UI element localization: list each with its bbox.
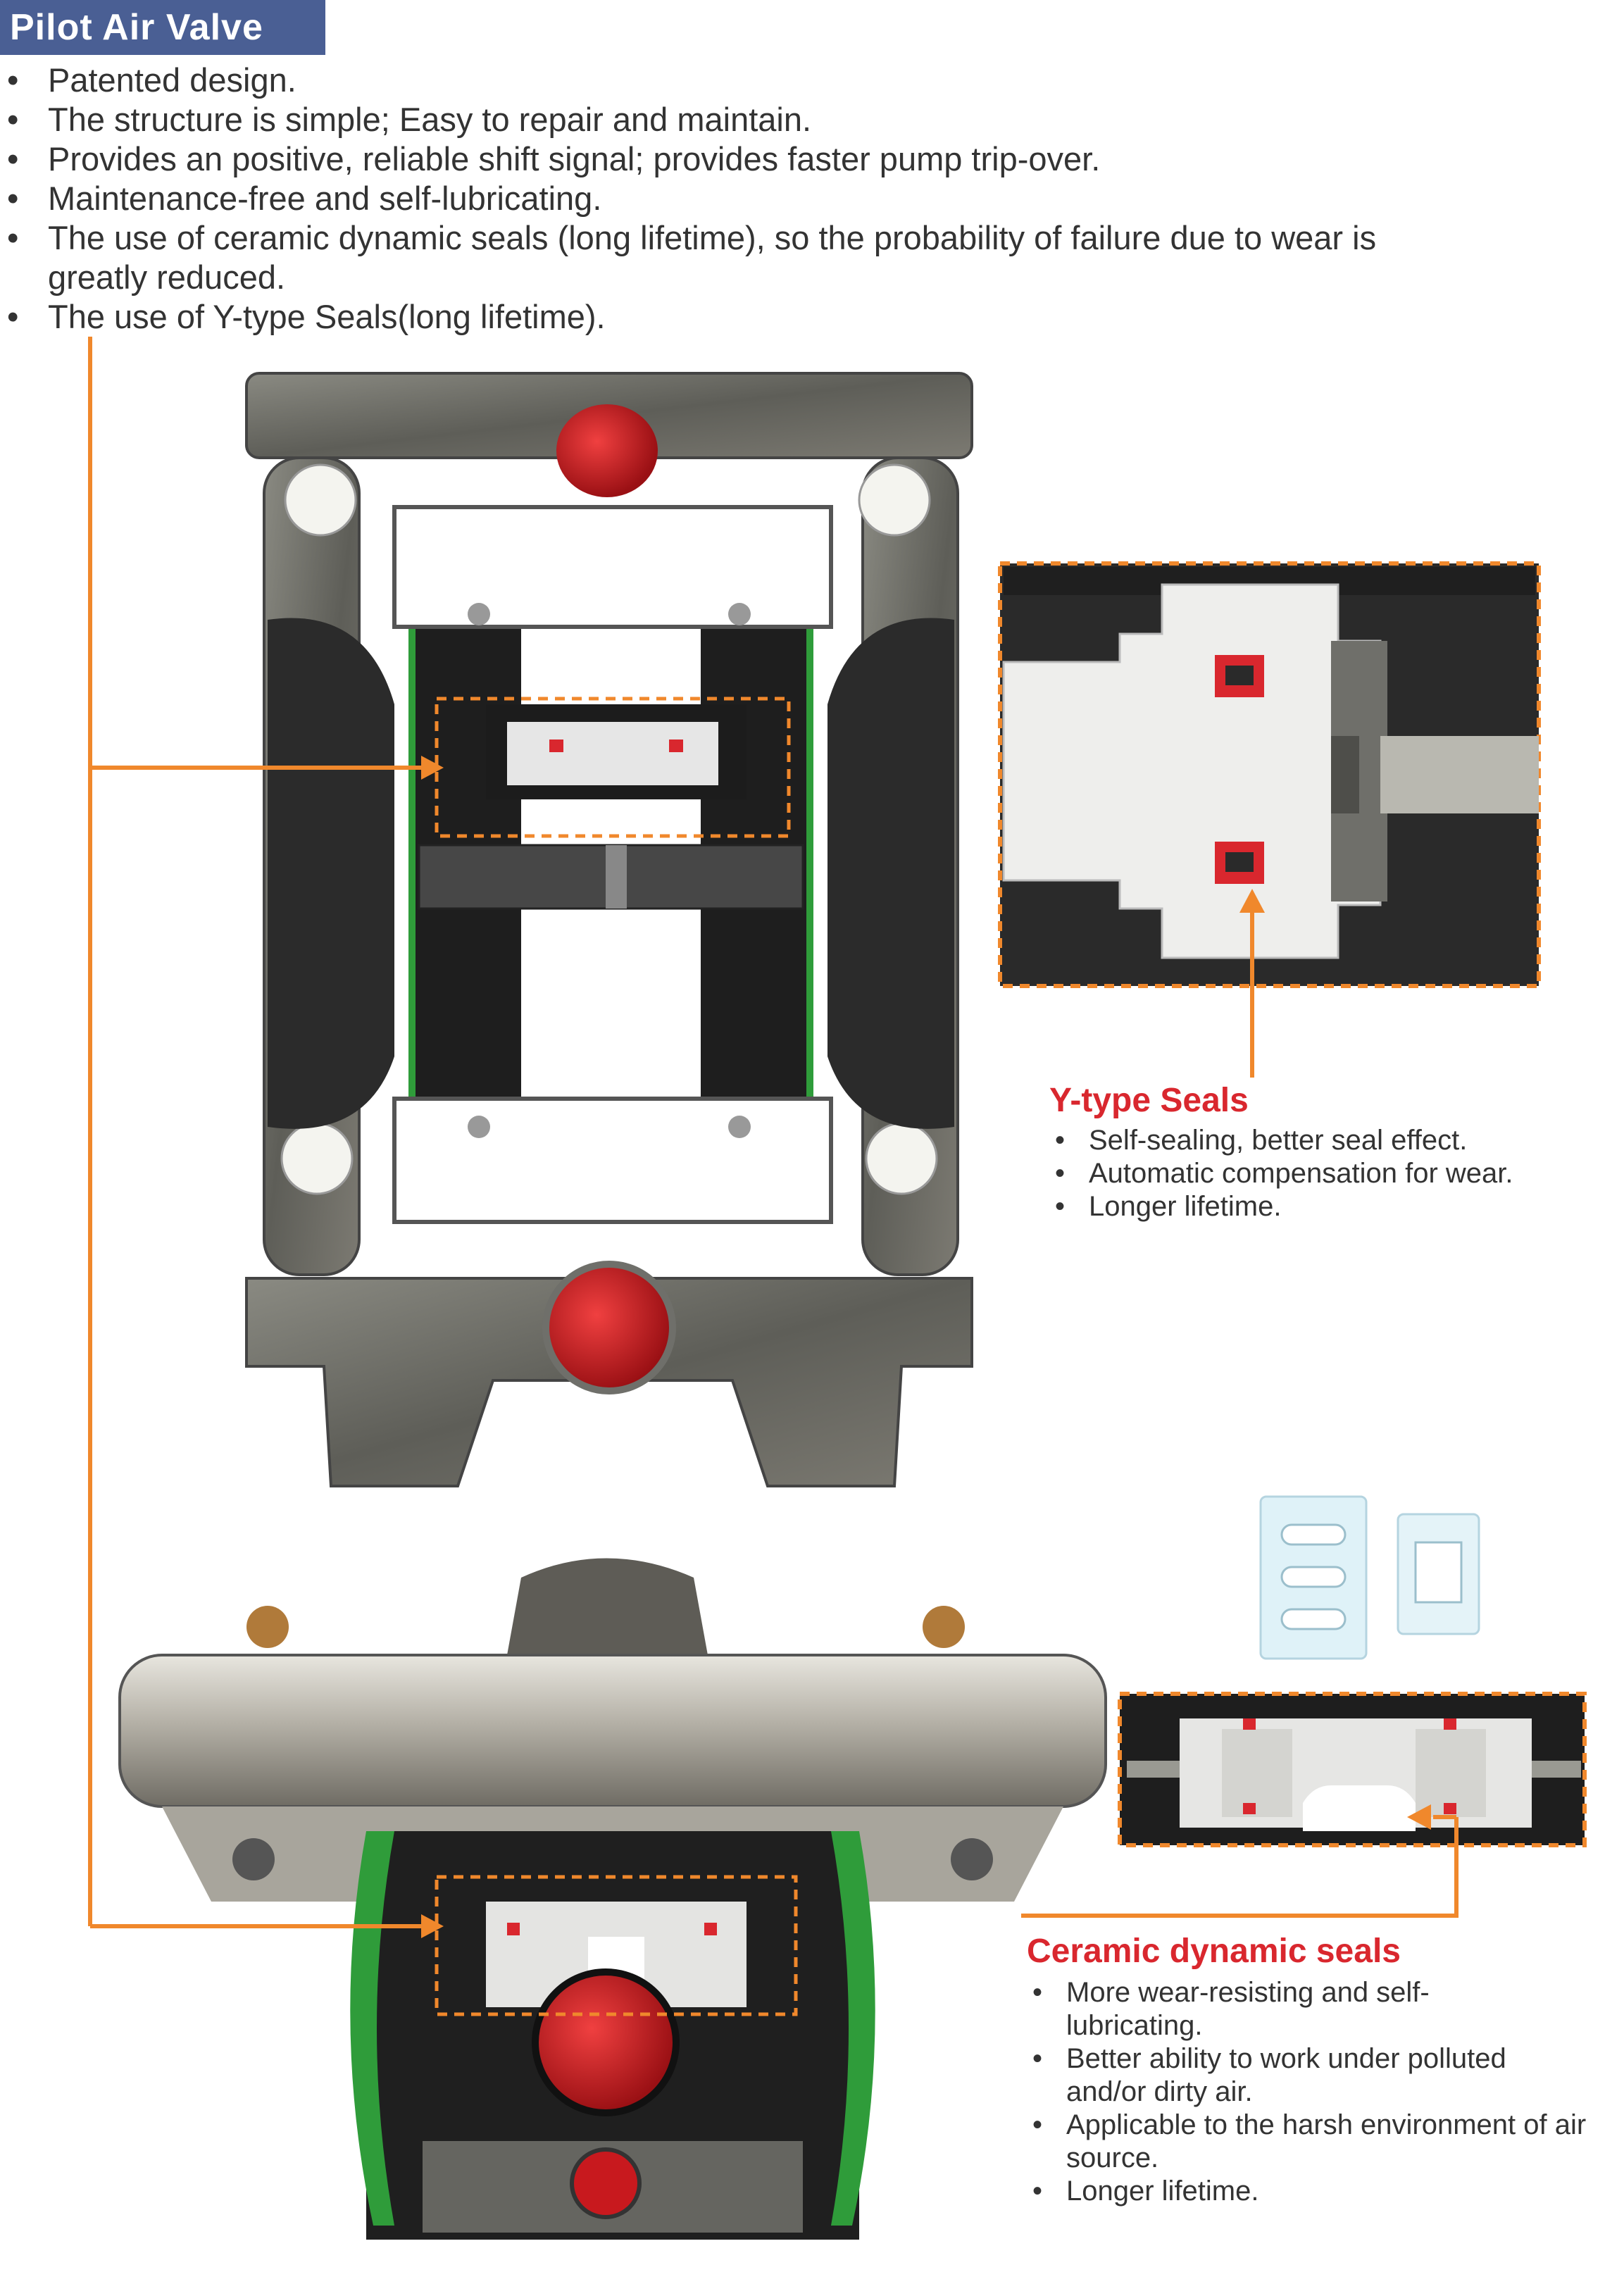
check-ball [280, 1122, 354, 1195]
arrow-icon [1407, 1804, 1431, 1830]
feature-item: The structure is simple; Easy to repair … [0, 100, 1549, 139]
check-ball [865, 1122, 938, 1195]
arrow-icon [1239, 889, 1265, 913]
callout-lines [88, 337, 1459, 1928]
check-ball [284, 463, 357, 537]
feature-item: Provides an positive, reliable shift sig… [0, 139, 1549, 179]
y-seal-item: Self-sealing, better seal effect. [1049, 1124, 1613, 1157]
feature-item: The use of Y-type Seals(long lifetime). [0, 297, 1549, 337]
feature-list: Patented design. The structure is simple… [0, 61, 1549, 337]
top-pilot-valve-highlight [435, 697, 791, 838]
bottom-pump-view [118, 1558, 1107, 2240]
y-seal-zoom-inset [998, 561, 1541, 988]
y-seals-list: Self-sealing, better seal effect. Automa… [1049, 1124, 1613, 1223]
y-seal-item: Longer lifetime. [1049, 1190, 1613, 1223]
check-ball [858, 463, 931, 537]
feature-item: The use of ceramic dynamic seals (long l… [0, 218, 1485, 297]
ceramic-seal-item: Better ability to work under polluted an… [1027, 2042, 1559, 2109]
ceramic-seal-item: Applicable to the harsh environment of a… [1027, 2109, 1624, 2175]
arrow-icon [421, 756, 444, 780]
ceramic-seal-item: More wear-resisting and self-lubricating… [1027, 1976, 1517, 2042]
y-seals-title: Y-type Seals [1049, 1082, 1249, 1119]
ceramic-seal-zoom-inset [1118, 1692, 1587, 1847]
feature-item: Patented design. [0, 61, 1549, 100]
y-seal-item: Automatic compensation for wear. [1049, 1157, 1613, 1190]
top-pump-cross-section [245, 372, 973, 1487]
ceramic-seals-title: Ceramic dynamic seals [1027, 1933, 1401, 1970]
arrow-icon [421, 1914, 444, 1938]
ceramic-seals-list: More wear-resisting and self-lubricating… [1027, 1976, 1618, 2208]
page-title: Pilot Air Valve [0, 0, 325, 55]
feature-item: Maintenance-free and self-lubricating. [0, 179, 1549, 218]
ceramic-seal-parts [1259, 1495, 1480, 1660]
callout-arrowheads [421, 756, 1431, 1938]
bottom-pilot-valve-highlight [435, 1875, 798, 2016]
top-red-port [556, 404, 658, 497]
bottom-red-port [542, 1261, 676, 1394]
ceramic-seal-item: Longer lifetime. [1027, 2175, 1618, 2208]
bottom-view-red-port [532, 1968, 680, 2116]
